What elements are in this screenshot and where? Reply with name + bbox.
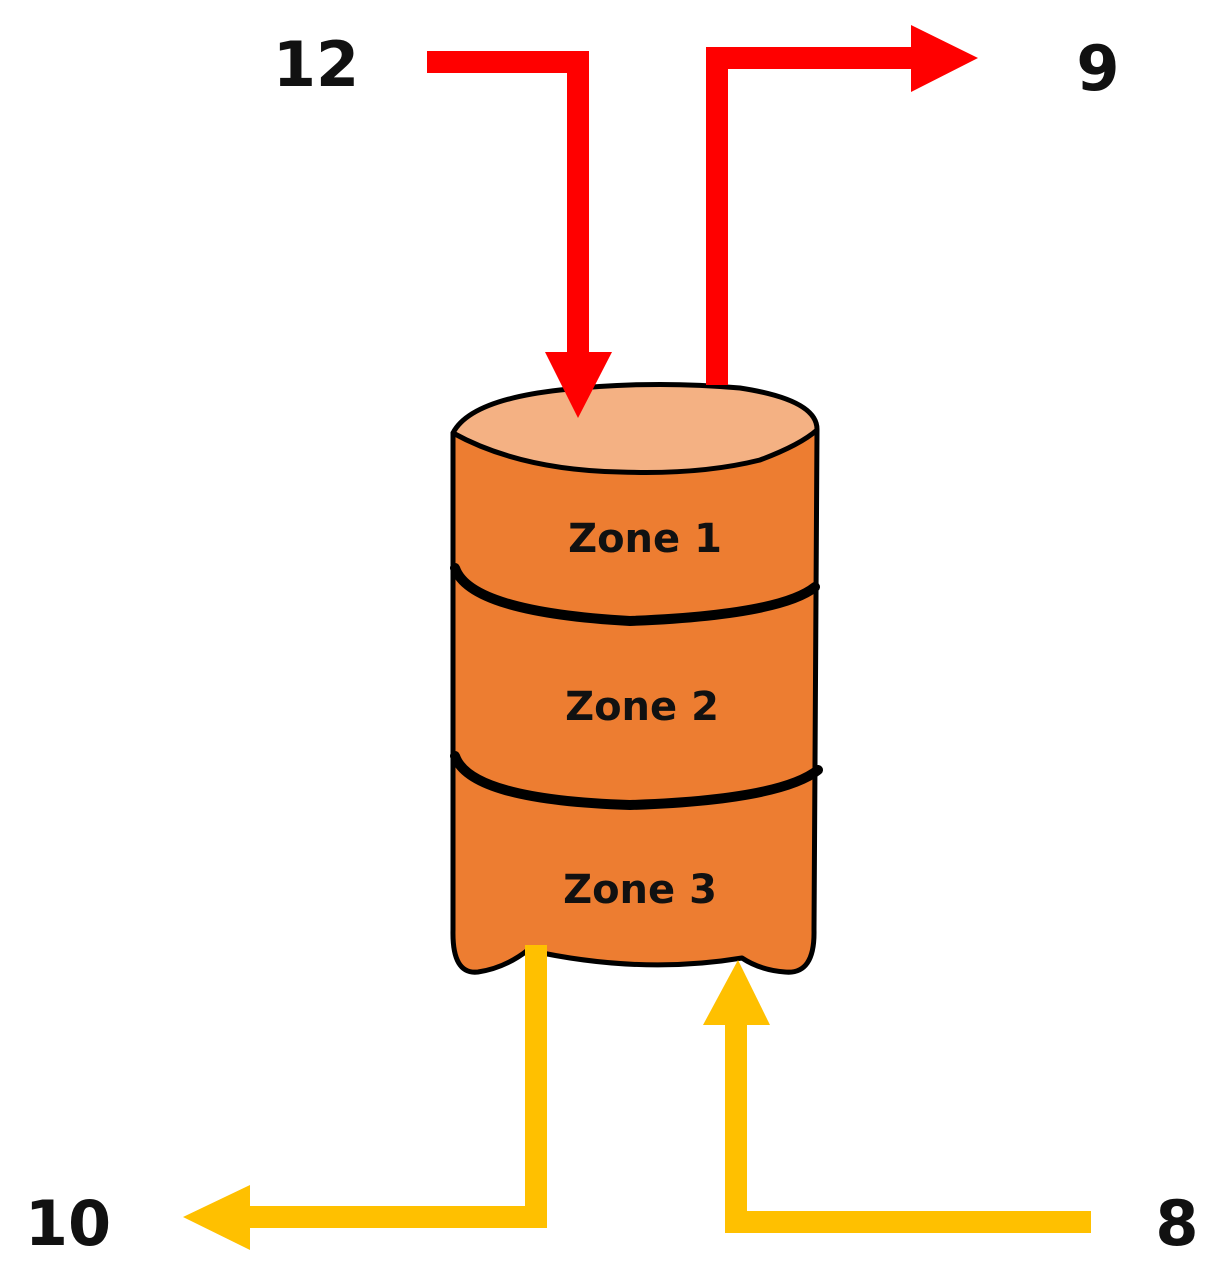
zone-3-label: Zone 3 <box>563 867 717 913</box>
zone-divider-1 <box>450 563 820 627</box>
arrow-left-icon <box>183 1185 250 1250</box>
stream-label-12: 12 <box>273 28 359 101</box>
vessel-top <box>450 381 820 475</box>
vessel: Zone 1 Zone 2 Zone 3 <box>450 381 823 975</box>
inlet-top-line <box>427 51 589 358</box>
outlet-top-stream <box>706 25 978 385</box>
arrow-right-icon <box>911 25 978 92</box>
inlet-bottom-line <box>725 1020 1091 1233</box>
stream-label-8: 8 <box>1155 1187 1198 1260</box>
stream-label-10: 10 <box>25 1187 111 1260</box>
inlet-top-stream <box>427 51 612 418</box>
zone-2-label: Zone 2 <box>565 684 719 730</box>
outlet-bottom-stream <box>183 945 547 1250</box>
arrow-down-icon <box>545 352 612 418</box>
vessel-body <box>450 427 820 975</box>
stream-label-9: 9 <box>1076 32 1119 105</box>
zone-divider-2 <box>450 751 823 811</box>
arrow-up-icon <box>703 960 770 1025</box>
zone-1-label: Zone 1 <box>568 516 722 562</box>
outlet-top-line <box>706 47 916 385</box>
inlet-bottom-stream <box>703 960 1091 1233</box>
outlet-bottom-line <box>246 945 547 1228</box>
